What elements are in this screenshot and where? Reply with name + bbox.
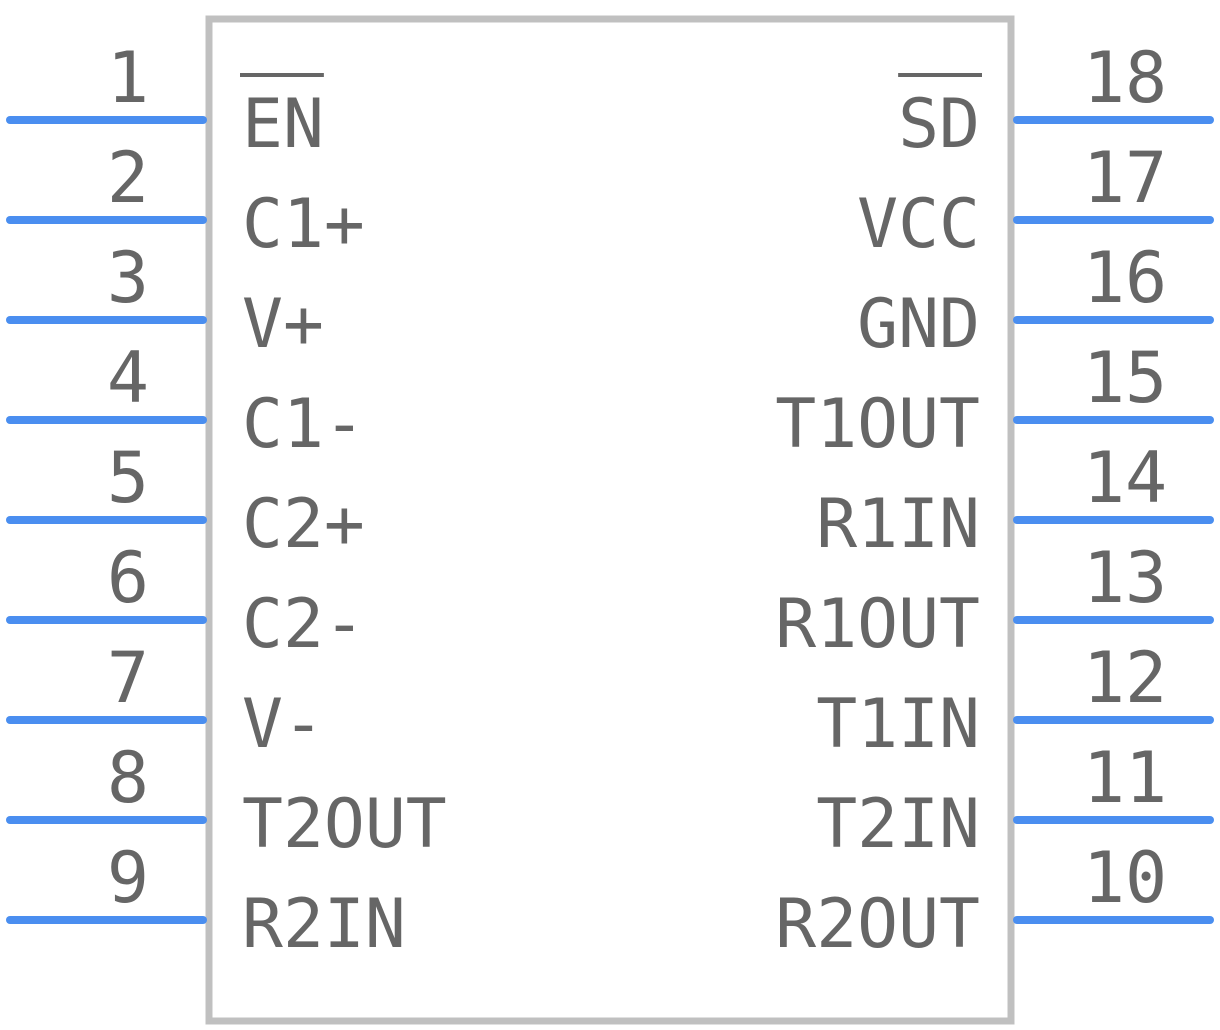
pin-number: 18 — [1083, 37, 1167, 119]
pin-number: 6 — [107, 537, 149, 619]
pin-name: R2IN — [242, 885, 406, 964]
pin-name: R1OUT — [775, 585, 980, 664]
pin-number: 3 — [107, 237, 149, 319]
pin-number: 14 — [1083, 437, 1167, 519]
pin-name: C1+ — [242, 185, 365, 264]
pin-name: T1IN — [816, 685, 980, 764]
pin-name: T1OUT — [775, 385, 980, 464]
pin-name: R1IN — [816, 485, 980, 564]
pin-name: VCC — [857, 185, 980, 264]
pin-name: C2- — [242, 585, 365, 664]
pin-4: 4C1- — [6, 337, 365, 464]
pin-name: T2OUT — [242, 785, 447, 864]
pin-number: 15 — [1083, 337, 1167, 419]
pin-6: 6C2- — [6, 537, 365, 664]
pin-number: 11 — [1083, 737, 1167, 819]
ic-body-outline — [205, 15, 1015, 1025]
pin-name: SD — [898, 85, 980, 164]
pin-name: EN — [242, 85, 324, 164]
right-pin-group: 18SD17VCC16GND15T1OUT14R1IN13R1OUT12T1IN… — [775, 37, 1214, 964]
pin-1: 1EN — [6, 37, 324, 164]
pin-name: R2OUT — [775, 885, 980, 964]
pin-number: 7 — [107, 637, 149, 719]
pin-name: V+ — [242, 285, 324, 364]
pin-2: 2C1+ — [6, 137, 365, 264]
pin-name: C2+ — [242, 485, 365, 564]
pin-name: V- — [242, 685, 324, 764]
pin-3: 3V+ — [6, 237, 324, 364]
pin-number: 9 — [107, 837, 149, 919]
pin-5: 5C2+ — [6, 437, 365, 564]
pin-number: 17 — [1083, 137, 1167, 219]
pin-7: 7V- — [6, 637, 324, 764]
pin-number: 10 — [1083, 837, 1167, 919]
pin-number: 8 — [107, 737, 149, 819]
pin-name: T2IN — [816, 785, 980, 864]
pin-number: 13 — [1083, 537, 1167, 619]
pin-name: GND — [857, 285, 980, 364]
pin-number: 1 — [107, 37, 149, 119]
pin-number: 5 — [107, 437, 149, 519]
pin-number: 12 — [1083, 637, 1167, 719]
pin-number: 4 — [107, 337, 149, 419]
pin-number: 16 — [1083, 237, 1167, 319]
pin-number: 2 — [107, 137, 149, 219]
pin-name: C1- — [242, 385, 365, 464]
